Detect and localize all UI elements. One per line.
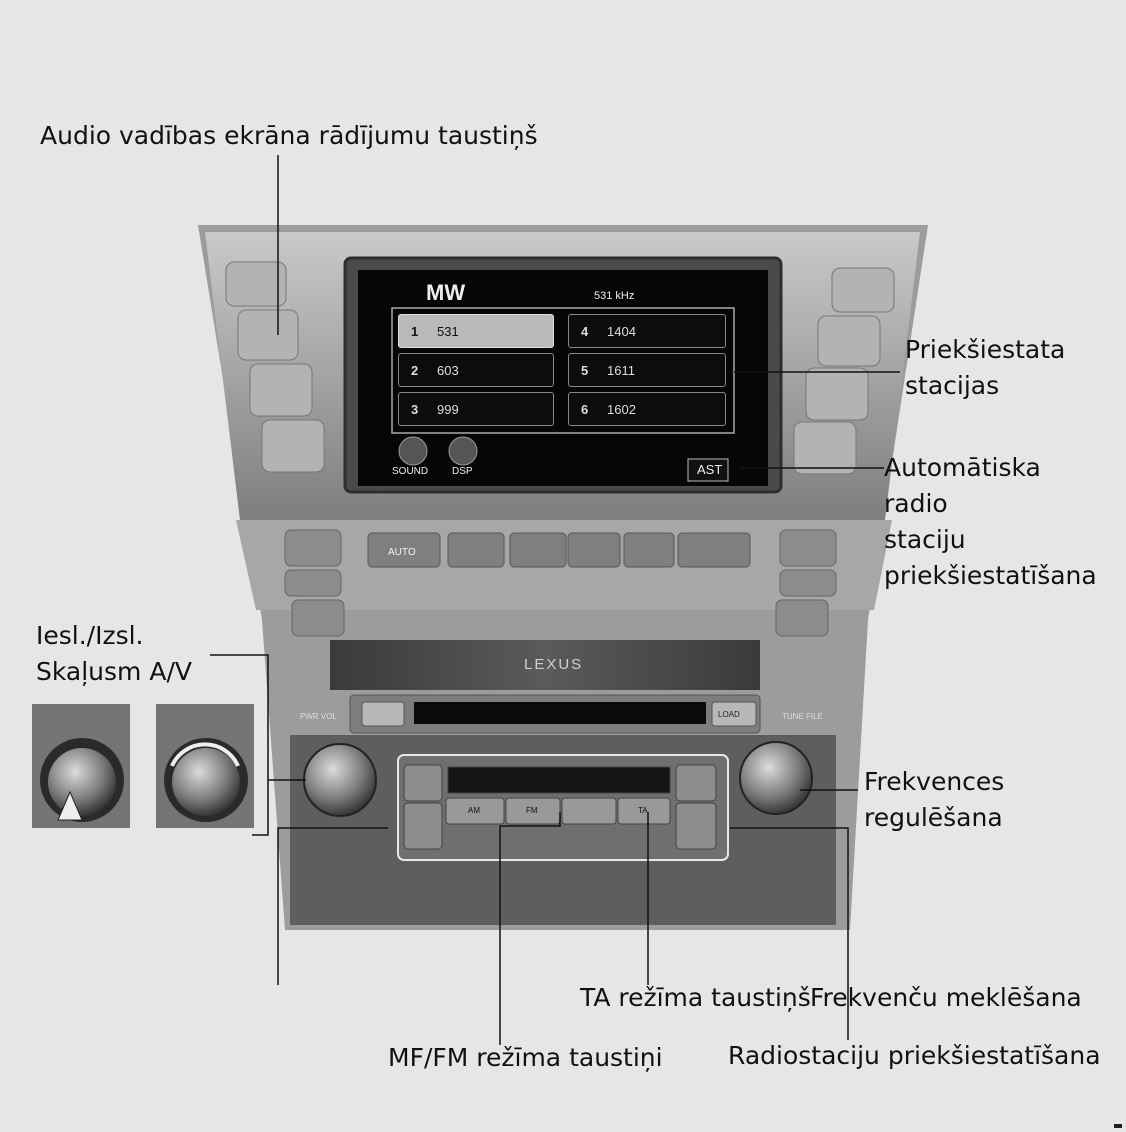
callout-frequency-tuning-line2: regulēšana xyxy=(864,803,1003,832)
load-label[interactable]: LOAD xyxy=(718,710,740,719)
callout-power-volume: Iesl./Izsl. Skaļusm A/V xyxy=(36,618,192,690)
preset-frequency: 1602 xyxy=(607,402,636,417)
callout-frequency-seek: Frekvenču meklēšana xyxy=(810,983,1082,1012)
preset-frequency: 999 xyxy=(437,402,459,417)
pwr-vol-label: PWR VOL xyxy=(300,712,337,721)
am-button[interactable]: AM xyxy=(468,806,480,815)
knob-detail-push xyxy=(32,704,130,828)
callout-auto-preset-line3: staciju xyxy=(884,525,966,554)
tune-file-label: TUNE FILE xyxy=(782,712,823,721)
sound-icon xyxy=(398,436,428,466)
fm-button[interactable]: FM xyxy=(526,806,538,815)
preset-frequency: 603 xyxy=(437,363,459,378)
brand-logo: LEXUS xyxy=(524,656,584,673)
callout-radio-preset: Radiostaciju priekšiestatīšana xyxy=(728,1041,1101,1070)
climate-buttons xyxy=(284,529,837,637)
wood-panel xyxy=(330,640,760,690)
load-button xyxy=(711,701,757,727)
preset-number: 3 xyxy=(411,402,419,417)
callout-power-volume-line2: Skaļusm A/V xyxy=(36,657,192,686)
preset-button-5[interactable]: 5 1611 xyxy=(568,353,726,387)
climate-auto-button[interactable]: AUTO xyxy=(388,547,416,558)
dsp-button-label[interactable]: DSP xyxy=(452,466,473,477)
tune-knob xyxy=(739,741,813,815)
right-button-column xyxy=(793,267,895,475)
preset-button-3[interactable]: 3 999 xyxy=(398,392,554,426)
callout-ta-mode-button: TA režīma taustiņš xyxy=(580,983,811,1012)
ast-button-frame xyxy=(687,458,729,482)
callout-auto-preset-line4: priekšiestatīšana xyxy=(884,561,1097,590)
callout-preset-stations: Priekšiestata stacijas xyxy=(905,332,1065,404)
callout-preset-stations-line2: stacijas xyxy=(905,371,1000,400)
frequency-value: 531 xyxy=(594,290,613,302)
dsp-icon xyxy=(448,436,478,466)
callout-auto-preset: Automātiska radio staciju priekšiestatīš… xyxy=(884,450,1097,594)
figure-code-badge xyxy=(1114,1124,1122,1128)
preset-number: 4 xyxy=(581,324,589,339)
audio-display xyxy=(447,766,671,794)
preset-grid-frame xyxy=(391,307,735,434)
callout-preset-stations-line1: Priekšiestata xyxy=(905,335,1066,364)
preset-number: 2 xyxy=(411,363,419,378)
preset-frequency: 1611 xyxy=(607,363,635,378)
audio-buttons xyxy=(403,764,717,850)
knob-detail-rotate xyxy=(156,704,254,828)
eject-button xyxy=(361,701,405,727)
callout-frequency-tuning-line1: Frekvences xyxy=(864,767,1005,796)
callout-auto-preset-line2: radio xyxy=(884,489,948,518)
callout-lines xyxy=(210,155,900,1045)
callout-auto-preset-line1: Automātiska xyxy=(884,453,1041,482)
callout-audio-screen-button: Audio vadības ekrāna rādījumu taustiņš xyxy=(40,121,538,150)
ast-button-label[interactable]: AST xyxy=(697,462,723,477)
preset-button-4[interactable]: 4 1404 xyxy=(568,314,726,348)
preset-frequency: 531 xyxy=(437,324,459,339)
preset-frequency: 1404 xyxy=(607,324,636,339)
sound-button-label[interactable]: SOUND xyxy=(392,466,429,477)
preset-number: 6 xyxy=(581,402,589,417)
cd-slot xyxy=(414,702,706,724)
preset-number: 1 xyxy=(411,324,419,339)
frequency-readout: 531 kHz xyxy=(594,290,635,302)
preset-button-6[interactable]: 6 1602 xyxy=(568,392,726,426)
preset-number: 5 xyxy=(581,363,589,378)
left-button-column xyxy=(225,261,325,473)
preset-button-1[interactable]: 1 531 xyxy=(398,314,554,348)
callout-frequency-tuning: Frekvences regulēšana xyxy=(864,764,1004,836)
callout-mf-fm-buttons: MF/FM režīma taustiņi xyxy=(388,1043,663,1072)
callout-power-volume-line1: Iesl./Izsl. xyxy=(36,621,144,650)
power-volume-knob xyxy=(303,743,377,817)
band-label: MW xyxy=(426,280,466,305)
preset-button-2[interactable]: 2 603 xyxy=(398,353,554,387)
ta-button[interactable]: TA xyxy=(638,806,648,815)
